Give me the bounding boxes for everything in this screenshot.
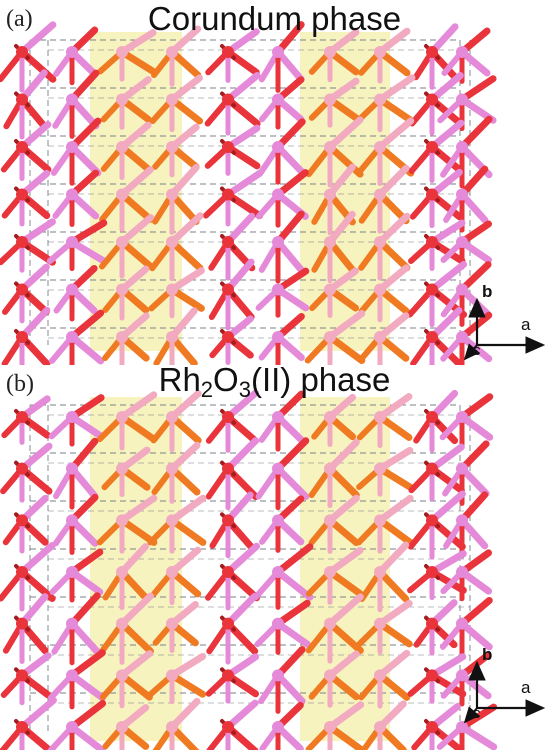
panel-title: Corundum phase	[147, 0, 402, 37]
rh2o3-ii-structure-image	[0, 389, 498, 750]
panel-b-rh2o3-ii: (b) Rh2O3(II) phase b a c	[0, 361, 549, 750]
axis-b-label: b	[482, 645, 493, 664]
panel-letter: (b)	[6, 371, 34, 397]
axis-arrows-icon	[463, 297, 546, 361]
axis-b-label: b	[482, 282, 493, 301]
axis-triad: b a c	[455, 635, 549, 725]
axis-c-label: c	[473, 705, 481, 722]
panel-a-corundum: (a) Corundum phase b a c	[0, 0, 549, 365]
axis-a-label: a	[521, 678, 531, 697]
corundum-structure-image	[0, 21, 497, 365]
axis-c-label: c	[473, 342, 481, 359]
axis-triad: b a c	[455, 272, 549, 362]
panel-title: Rh2O3(II) phase	[158, 361, 391, 402]
axis-a-label: a	[521, 315, 531, 334]
axis-arrows-icon	[463, 660, 546, 724]
panel-letter: (a)	[6, 6, 33, 32]
